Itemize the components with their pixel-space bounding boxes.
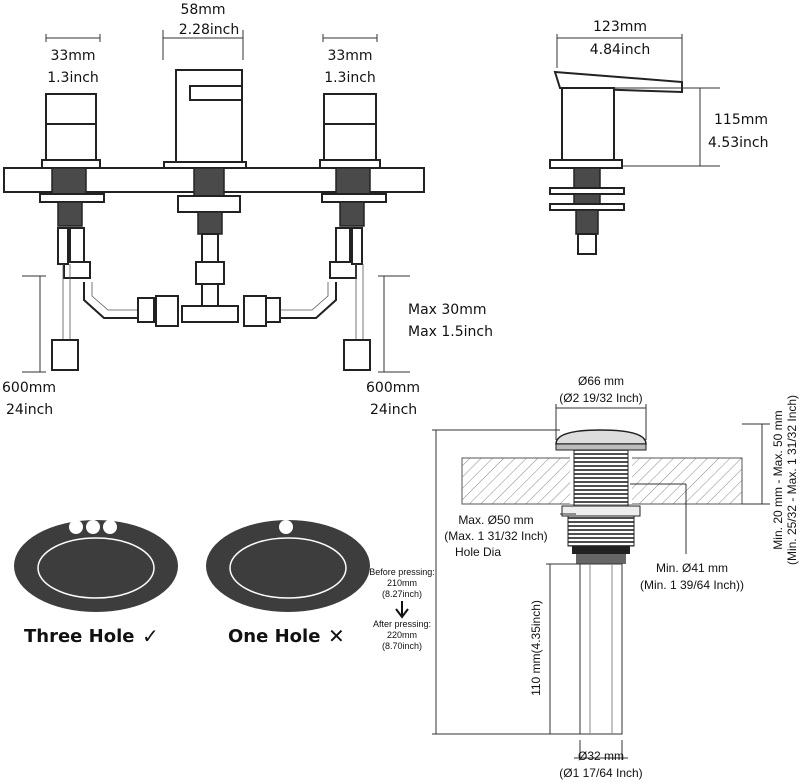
- height-inch-label: 4.53inch: [708, 135, 769, 151]
- before-pressing-label: Before pressing:: [369, 567, 435, 577]
- after-pressing-mm: 220mm: [387, 630, 417, 640]
- hole-dia-inch-label: (Max. 1 31/32 Inch): [444, 529, 547, 543]
- hole-dia-label: Hole Dia: [455, 545, 501, 559]
- cap-diameter-mm-label: Ø66 mm: [578, 374, 624, 388]
- spout-length-inch-label: 4.84inch: [590, 42, 651, 58]
- right-hose-mm-label: 600mm: [366, 380, 420, 396]
- three-hole-label: Three Hole: [24, 626, 134, 647]
- spout-length-mm-label: 123mm: [593, 19, 647, 35]
- faucet-side-view: [549, 34, 720, 255]
- height-mm-label: 115mm: [714, 112, 768, 128]
- left-hose-inch-label: 24inch: [6, 402, 53, 418]
- side-body: [561, 87, 615, 161]
- right-hose-connector: [343, 339, 371, 371]
- tail-diameter-inch-label: (Ø1 17/64 Inch): [559, 766, 642, 780]
- after-pressing-inch: (8.70inch): [382, 641, 422, 651]
- one-hole-sink: [206, 520, 370, 612]
- after-pressing-label: After pressing:: [373, 619, 431, 629]
- pop-up-drain-diagram: [432, 404, 770, 760]
- thread-dia-inch-label: (Min. 1 39/64 Inch)): [640, 578, 744, 592]
- right-handle: [323, 93, 377, 125]
- three-hole-sink: [14, 520, 178, 612]
- right-hose-inch-label: 24inch: [370, 402, 417, 418]
- left-hose-mm-label: 600mm: [2, 380, 56, 396]
- cross-icon: ✕: [328, 624, 345, 648]
- thread-dia-mm-label: Min. Ø41 mm: [656, 561, 728, 575]
- left-handle-inch-label: 1.3inch: [47, 70, 99, 86]
- faucet-hole: [279, 520, 293, 534]
- faucet-hole: [103, 520, 117, 534]
- before-pressing-mm: 210mm: [387, 578, 417, 588]
- center-tee-connector: [181, 305, 239, 323]
- tail-pipe: [579, 563, 623, 735]
- max-thickness-inch-label: Max 1.5inch: [408, 324, 493, 340]
- faucet-hole: [69, 520, 83, 534]
- drain-thread: [573, 449, 629, 515]
- hole-dia-mm-label: Max. Ø50 mm: [458, 513, 533, 527]
- left-hose-connector: [51, 339, 79, 371]
- faucet-front-view: [3, 30, 425, 373]
- spout-width-inch-label: 2.28inch: [179, 22, 240, 38]
- spout-width-mm-label: 58mm: [180, 2, 225, 18]
- left-handle-mm-label: 33mm: [50, 48, 95, 64]
- check-icon: ✓: [142, 624, 159, 648]
- before-pressing-inch: (8.27inch): [382, 589, 422, 599]
- thickness-inch-label: (Min. 25/32 - Max. 1 31/32 Inch): [785, 395, 799, 565]
- max-thickness-mm-label: Max 30mm: [408, 302, 486, 318]
- drain-cap: [555, 429, 647, 445]
- tail-length-label: 110 mm(4.35inch): [529, 600, 543, 696]
- cap-diameter-inch-label: (Ø2 19/32 Inch): [559, 391, 642, 405]
- faucet-hole: [86, 520, 100, 534]
- center-spout: [175, 69, 243, 163]
- one-hole-label: One Hole: [228, 626, 320, 647]
- right-handle-mm-label: 33mm: [327, 48, 372, 64]
- thickness-mm-label: Min. 20 mm - Max. 50 mm: [771, 410, 785, 549]
- right-handle-inch-label: 1.3inch: [324, 70, 376, 86]
- left-handle: [45, 93, 97, 125]
- tail-diameter-mm-label: Ø32 mm: [578, 749, 624, 763]
- down-arrow-icon: [395, 601, 409, 619]
